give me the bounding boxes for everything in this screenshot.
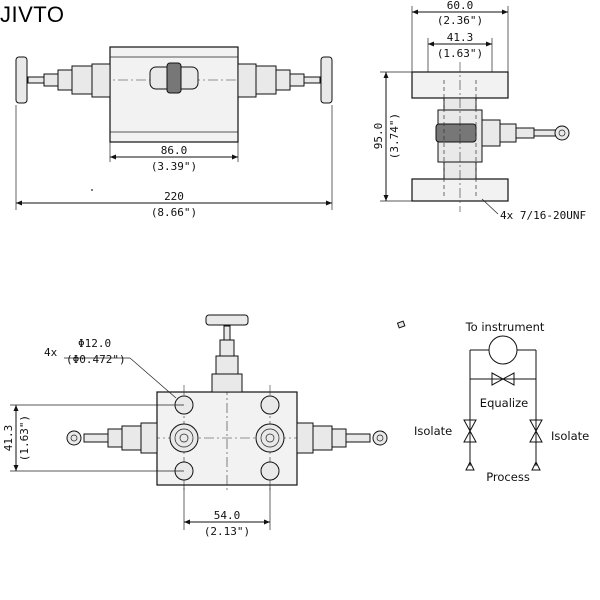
schematic-process-label: Process (486, 470, 530, 484)
side-inner-width-label: 41.3 (447, 31, 474, 44)
side-view (380, 6, 570, 215)
top-view-left-valve (15, 56, 111, 104)
front-port-right (255, 423, 285, 453)
top-overall-length-inch-label: (8.66") (151, 206, 197, 219)
front-right-valve (296, 422, 388, 454)
top-body-width-label: 86.0 (161, 144, 188, 157)
front-height-inch-label: (1.63") (18, 415, 31, 461)
isolate-left-valve-symbol (463, 419, 477, 443)
front-hole-bottom-right (260, 461, 280, 481)
front-view (10, 314, 388, 530)
top-view-body (109, 46, 239, 143)
side-width-inch-label: (2.36") (437, 14, 483, 27)
front-hole-dia-inch-label: (Φ0.472") (66, 353, 126, 366)
brand-logo: JIVTO (0, 2, 65, 27)
side-height-inch-label: (3.74") (388, 113, 401, 159)
front-height-label: 41.3 (2, 425, 15, 452)
schematic-isolate-left-label: Isolate (414, 424, 452, 438)
valve-schematic (463, 335, 543, 471)
front-left-valve (66, 422, 158, 454)
front-spacing-inch-label: (2.13") (204, 525, 250, 538)
front-port-left (169, 423, 199, 453)
top-view-right-valve (237, 56, 333, 104)
side-inner-width-inch-label: (1.63") (437, 47, 483, 60)
side-height-label: 95.0 (372, 123, 385, 150)
equalize-valve-symbol (491, 372, 515, 386)
side-width-label: 60.0 (447, 0, 474, 12)
side-view-valve (481, 119, 570, 147)
schematic-top-label: To instrument (465, 320, 545, 334)
front-hole-count-label: 4x (44, 346, 58, 359)
top-view (15, 46, 333, 210)
top-body-width-inch-label: (3.39") (151, 160, 197, 173)
front-hole-dia-label: Φ12.0 (78, 337, 111, 350)
front-equalize-valve (205, 314, 249, 393)
side-thread-note: 4x 7/16-20UNF (500, 209, 586, 222)
front-hole-top-right (260, 395, 280, 415)
schematic-isolate-right-label: Isolate (551, 429, 589, 443)
front-spacing-label: 54.0 (214, 509, 241, 522)
top-overall-length-label: 220 (164, 190, 184, 203)
isolate-right-valve-symbol (529, 419, 543, 443)
schematic-equalize-label: Equalize (480, 396, 528, 410)
instrument-symbol (488, 335, 518, 365)
